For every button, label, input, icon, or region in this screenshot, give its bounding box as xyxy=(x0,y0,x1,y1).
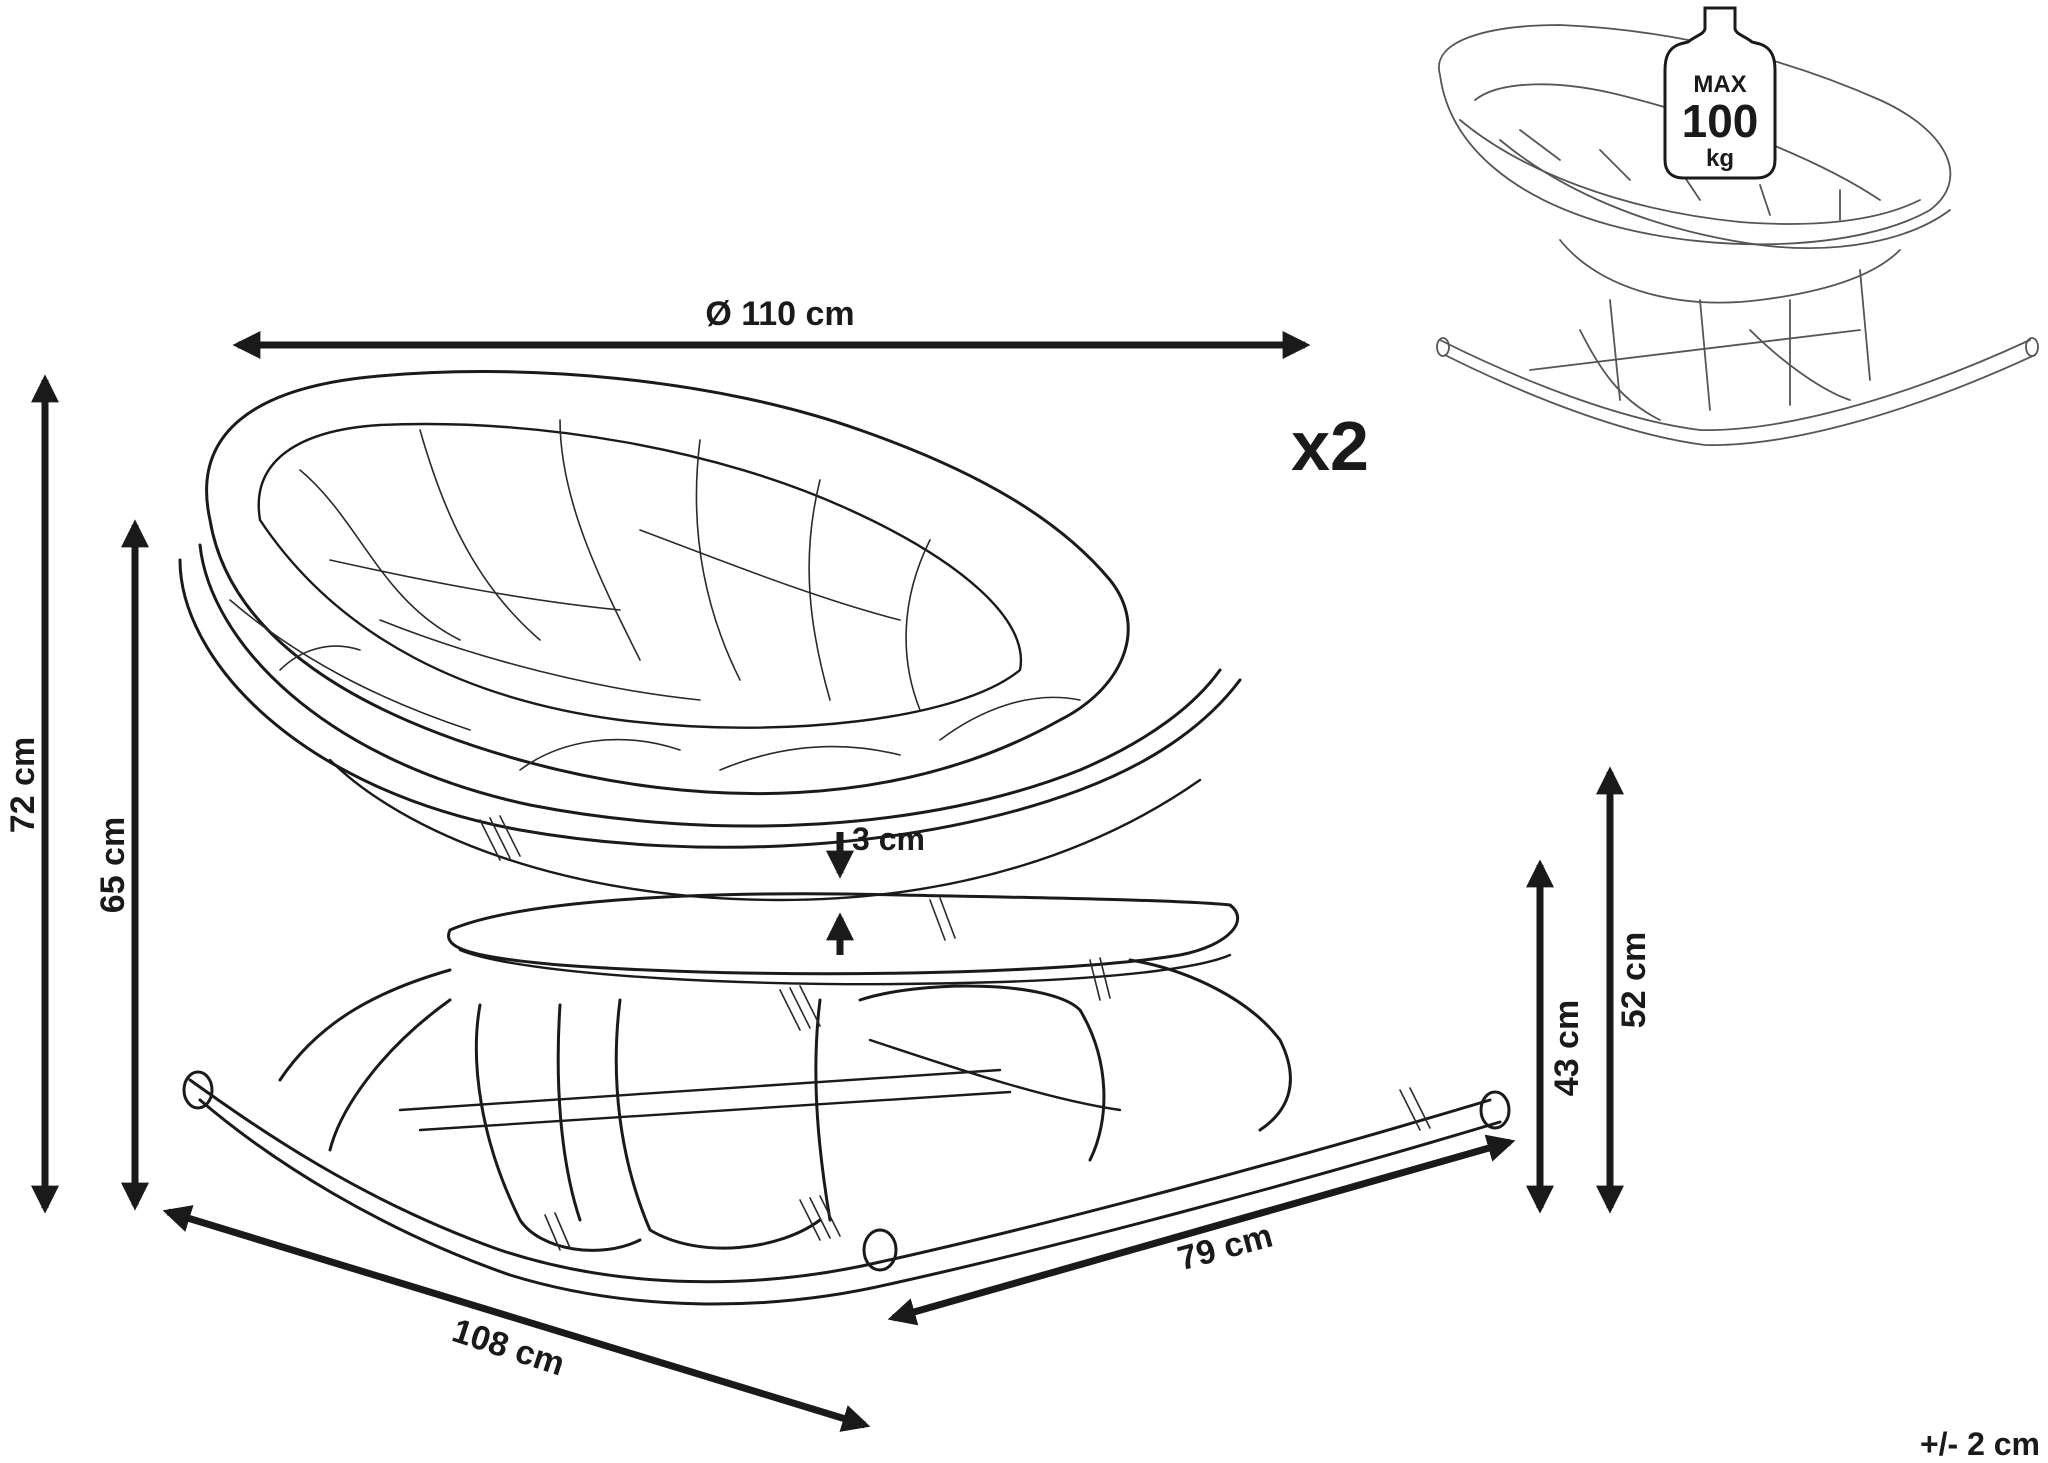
height-back-label: 65 cm xyxy=(94,817,132,913)
weight-badge-line2: 100 xyxy=(1682,95,1759,147)
length-label: 108 cm xyxy=(448,1312,569,1384)
height-total-label: 72 cm xyxy=(4,737,42,833)
depth-arrow xyxy=(887,1134,1516,1326)
length-arrow xyxy=(162,1205,871,1432)
papasan-rocking-chair-thumbnail xyxy=(1436,24,2039,446)
weight-icon: MAX 100 kg xyxy=(1663,6,1777,180)
quantity-label: x2 xyxy=(1291,407,1369,485)
weight-badge-line3: kg xyxy=(1706,145,1734,172)
diameter-label: Ø 110 cm xyxy=(705,295,854,333)
tolerance-label: +/- 2 cm xyxy=(1920,1426,2040,1462)
papasan-rocking-chair-drawing xyxy=(178,370,1511,1306)
weight-badge-line1: MAX xyxy=(1693,71,1746,98)
height-seat-top-label: 52 cm xyxy=(1615,932,1653,1028)
cushion-thickness-label: 3 cm xyxy=(852,821,925,857)
height-seat-label: 43 cm xyxy=(1548,1000,1586,1096)
dimension-arrows xyxy=(30,331,1624,1432)
